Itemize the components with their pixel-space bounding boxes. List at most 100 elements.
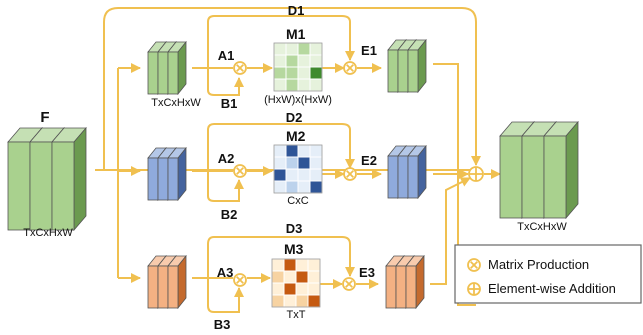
matrix-m1-cell <box>285 42 299 56</box>
matrix-m3-cell <box>307 294 321 308</box>
matrix-m1-border <box>273 42 323 92</box>
matrix-m3-cell <box>295 282 309 296</box>
matrix-m2-cell <box>285 156 299 170</box>
matrix-m3-cell <box>271 270 285 284</box>
matrix-m3-dims: TxT <box>287 309 306 321</box>
matrix-m2-dims: CxC <box>287 195 308 207</box>
matrix-m1-cell <box>273 66 287 80</box>
matrix-m2-cell <box>309 180 323 194</box>
branch1-output-block <box>387 38 427 94</box>
feature-blocks <box>7 38 579 310</box>
matrix-m1-cell <box>285 78 299 92</box>
label-e1: E1 <box>361 43 377 58</box>
matrix-m2-cell <box>309 144 323 158</box>
matrix-production-a1-icon <box>233 61 247 75</box>
label-b1: B1 <box>221 96 238 111</box>
matrix-m3-cell <box>283 258 297 272</box>
label-b3: B3 <box>214 317 231 332</box>
legend-times-symbol <box>467 258 481 272</box>
label-a3: A3 <box>217 265 234 280</box>
output-feature-block <box>499 120 579 220</box>
matrix-m2: M2 CxC <box>273 128 323 207</box>
matrix-m2-cell <box>285 144 299 158</box>
label-d3: D3 <box>286 221 303 236</box>
legend-matrix-production-icon <box>467 258 481 272</box>
branch1-input-block <box>147 40 187 96</box>
label-e3: E3 <box>359 265 375 280</box>
matrix-m2-cell <box>273 168 287 182</box>
matrix-m1-cell <box>273 54 287 68</box>
label-d1: D1 <box>288 3 305 18</box>
matrix-m1-cell <box>309 78 323 92</box>
skip-connection-line <box>95 7 481 171</box>
matrix-m2-cell <box>297 180 311 194</box>
matrix-production-a2-icon <box>233 164 247 178</box>
label-b2: B2 <box>221 207 238 222</box>
matrix-m2-cell <box>309 168 323 182</box>
b2-line <box>207 171 244 202</box>
input-label: F <box>40 109 49 126</box>
matrix-m3-cell <box>271 282 285 296</box>
matrix-m1-cell <box>297 66 311 80</box>
matrix-m1-cell <box>309 66 323 80</box>
legend: Matrix Production Element-wise Addition <box>454 244 642 304</box>
matrix-m1-cell <box>309 42 323 56</box>
matrix-m1-cell <box>297 54 311 68</box>
d1-line <box>207 15 355 68</box>
matrix-m1-label: M1 <box>286 26 306 42</box>
matrix-m3-border <box>271 258 321 308</box>
legend-box <box>454 244 642 304</box>
matrix-m1-cell <box>273 78 287 92</box>
matrix-m2-cell <box>273 156 287 170</box>
element-wise-addition-icon <box>468 166 484 182</box>
input-feature-block <box>7 126 87 232</box>
legend-label-matrix-production: Matrix Production <box>488 257 589 272</box>
matrix-m3-cell <box>295 258 309 272</box>
d3-line <box>207 236 355 278</box>
matrix-m1-cell <box>273 42 287 56</box>
input-dims: TxCxHxW <box>23 227 73 239</box>
matrix-m1-cell <box>285 66 299 80</box>
matrix-m1: M1 (HxW)x(HxW) <box>264 26 332 106</box>
d2-line <box>207 123 355 171</box>
matrix-m3-label: M3 <box>284 241 304 257</box>
matrix-m1-cell <box>285 54 299 68</box>
matrix-m3: M3 TxT <box>271 241 321 321</box>
b3-line <box>207 278 244 313</box>
matrix-m3-cell <box>307 270 321 284</box>
matrix-m2-cell <box>297 156 311 170</box>
matrix-m1-cell <box>297 78 311 92</box>
label-e2: E2 <box>361 153 377 168</box>
matrix-m2-cell <box>273 144 287 158</box>
label-a2: A2 <box>218 151 235 166</box>
matrix-m3-cell <box>271 294 285 308</box>
matrix-m2-cell <box>285 168 299 182</box>
matrix-m1-cell <box>309 54 323 68</box>
matrix-m3-cell <box>295 270 309 284</box>
matrix-m3-cell <box>271 258 285 272</box>
matrix-m3-cell <box>283 282 297 296</box>
matrix-m1-dims: (HxW)x(HxW) <box>264 94 332 106</box>
branch3-out-line <box>430 177 471 285</box>
legend-element-wise-addition-icon <box>467 282 481 296</box>
matrix-m1-cell <box>297 42 311 56</box>
matrix-production-e2-icon <box>343 167 357 181</box>
matrix-production-e1-icon <box>343 61 357 75</box>
matrix-m2-cell <box>297 168 311 182</box>
matrix-m3-cell <box>307 258 321 272</box>
output-dims: TxCxHxW <box>517 221 567 233</box>
matrix-m2-cell <box>273 180 287 194</box>
operators <box>233 61 484 291</box>
legend-label-element-wise-addition: Element-wise Addition <box>488 281 616 296</box>
branch2-output-block <box>387 144 427 200</box>
matrix-production-e3-icon <box>342 277 356 291</box>
branch3-input-block <box>147 254 187 310</box>
matrix-m3-cell <box>283 270 297 284</box>
matrix-m2-cell <box>309 156 323 170</box>
branch3-output-block <box>385 254 425 310</box>
matrix-m2-cell <box>297 144 311 158</box>
matrix-m3-cell <box>307 282 321 296</box>
branch2-input-block <box>147 146 187 202</box>
matrix-production-a3-icon <box>233 273 247 287</box>
